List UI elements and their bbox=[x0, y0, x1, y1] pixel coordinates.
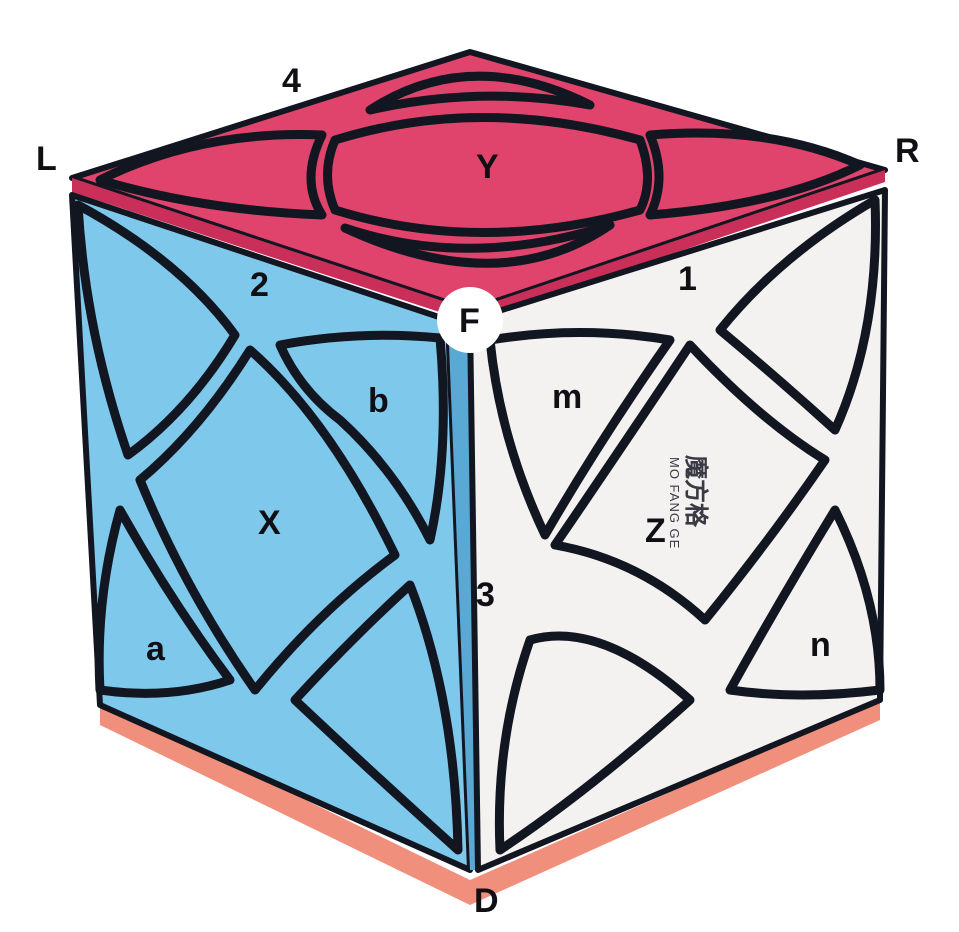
right-petal-m bbox=[485, 328, 675, 540]
label-X: X bbox=[258, 504, 281, 542]
left-petal-a bbox=[94, 505, 235, 698]
left-center-piece bbox=[135, 345, 400, 695]
top-center-piece bbox=[323, 113, 652, 237]
label-Z: Z bbox=[645, 512, 666, 550]
left-petal-b bbox=[275, 330, 448, 545]
left-petal-bottom-right bbox=[290, 580, 463, 855]
brand-logo: 魔方格 MO FANG GE bbox=[667, 455, 710, 549]
top-petal-back bbox=[365, 71, 595, 115]
right-petal-bottom-left bbox=[494, 631, 695, 855]
logo-glyphs: 魔方格 bbox=[682, 455, 710, 528]
label-b: b bbox=[368, 382, 389, 420]
top-petal-left bbox=[95, 130, 327, 220]
f-badge-circle bbox=[437, 287, 503, 353]
right-center-piece bbox=[550, 340, 830, 625]
label-a: a bbox=[146, 630, 166, 668]
label-m: m bbox=[552, 378, 582, 416]
top-petal-right bbox=[645, 128, 865, 220]
right-petal-top-right bbox=[715, 195, 880, 435]
left-petal-top-left bbox=[73, 200, 240, 460]
logo-text: MO FANG GE bbox=[667, 457, 682, 549]
label-n: n bbox=[810, 626, 831, 664]
label-2: 2 bbox=[250, 266, 269, 304]
label-L: L bbox=[36, 140, 57, 178]
label-3: 3 bbox=[476, 576, 495, 614]
right-face bbox=[467, 187, 888, 873]
label-Y: Y bbox=[476, 148, 499, 186]
label-F: F bbox=[459, 302, 480, 340]
top-face bbox=[69, 49, 888, 322]
label-D: D bbox=[474, 882, 499, 920]
left-face bbox=[69, 192, 478, 873]
top-petal-front bbox=[340, 220, 615, 268]
label-4: 4 bbox=[282, 62, 301, 100]
label-1: 1 bbox=[678, 260, 697, 298]
right-petal-n bbox=[725, 505, 885, 700]
label-R: R bbox=[895, 132, 920, 170]
